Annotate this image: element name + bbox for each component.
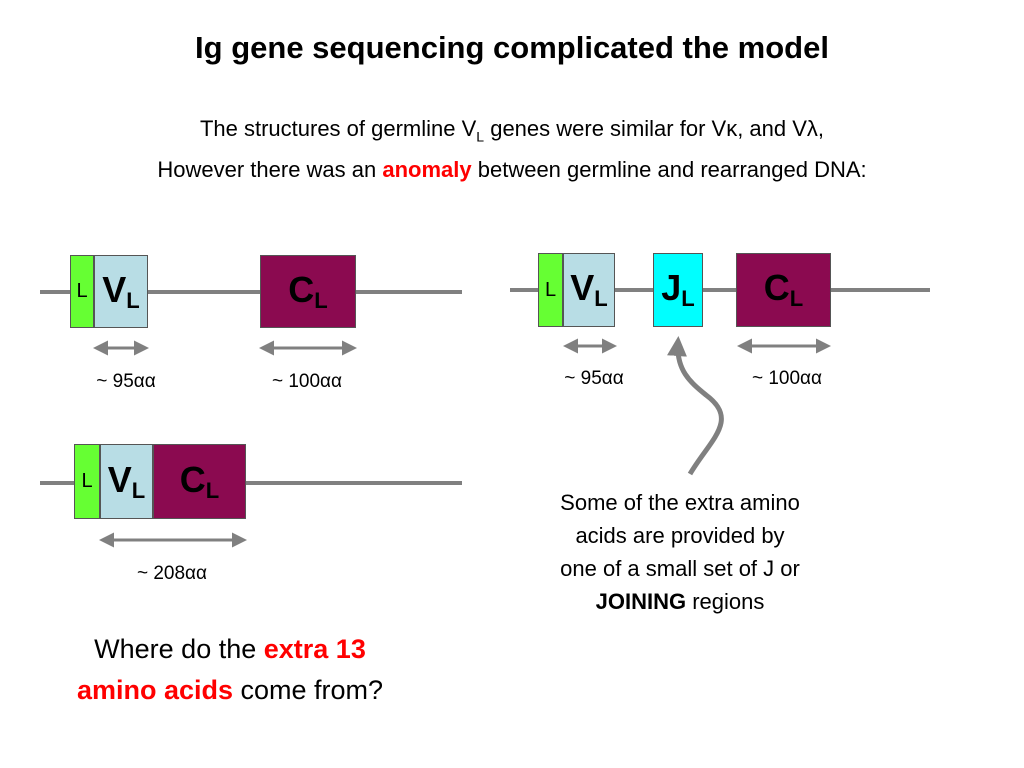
germline-v-segment: VL [94,255,148,328]
rearranged-c-length: ~ 100αα [751,368,823,389]
j-segment: JL [653,253,703,327]
joining-pointer-arrow [667,336,724,476]
lambda-symbol: λ [806,116,818,141]
rearranged-leader-segment: L [538,253,563,327]
extra-13-highlight: extra 13 [263,634,366,664]
page-title: Ig gene sequencing complicated the model [195,30,829,65]
amino-acids-highlight: amino acids [76,675,233,705]
combined-dna-line [40,481,462,485]
germline-c-segment: CL [260,255,356,328]
rearranged-dna-line [510,288,930,292]
rearranged-c-segment: CL [736,253,831,327]
germline-dna-line [40,290,462,294]
subtitle-line-2: However there was an anomaly between ger… [157,157,867,183]
subtitle: The structures of germline VL genes were… [0,112,1024,186]
anomaly-highlight: anomaly [382,157,472,183]
combined-c-segment: CL [153,444,246,519]
subtitle-line-1: The structures of germline VL genes were… [199,116,825,145]
kappa-symbol: κ [726,116,738,141]
combined-v-segment: VL [100,444,153,519]
rearranged-v-length: ~ 95αα [564,368,624,389]
germline-v-length: ~ 95αα [96,371,156,392]
joining-term: JOINING [595,589,687,614]
question-text: Where do the extra 13 amino acids come f… [76,634,384,705]
germline-c-length: ~ 100αα [271,371,343,392]
germline-leader-segment: L [70,255,94,328]
joining-note: Some of the extra amino acids are provid… [560,490,800,614]
rearranged-v-segment: VL [563,253,615,327]
combined-length: ~ 208αα [136,563,208,584]
combined-leader-segment: L [74,444,100,519]
